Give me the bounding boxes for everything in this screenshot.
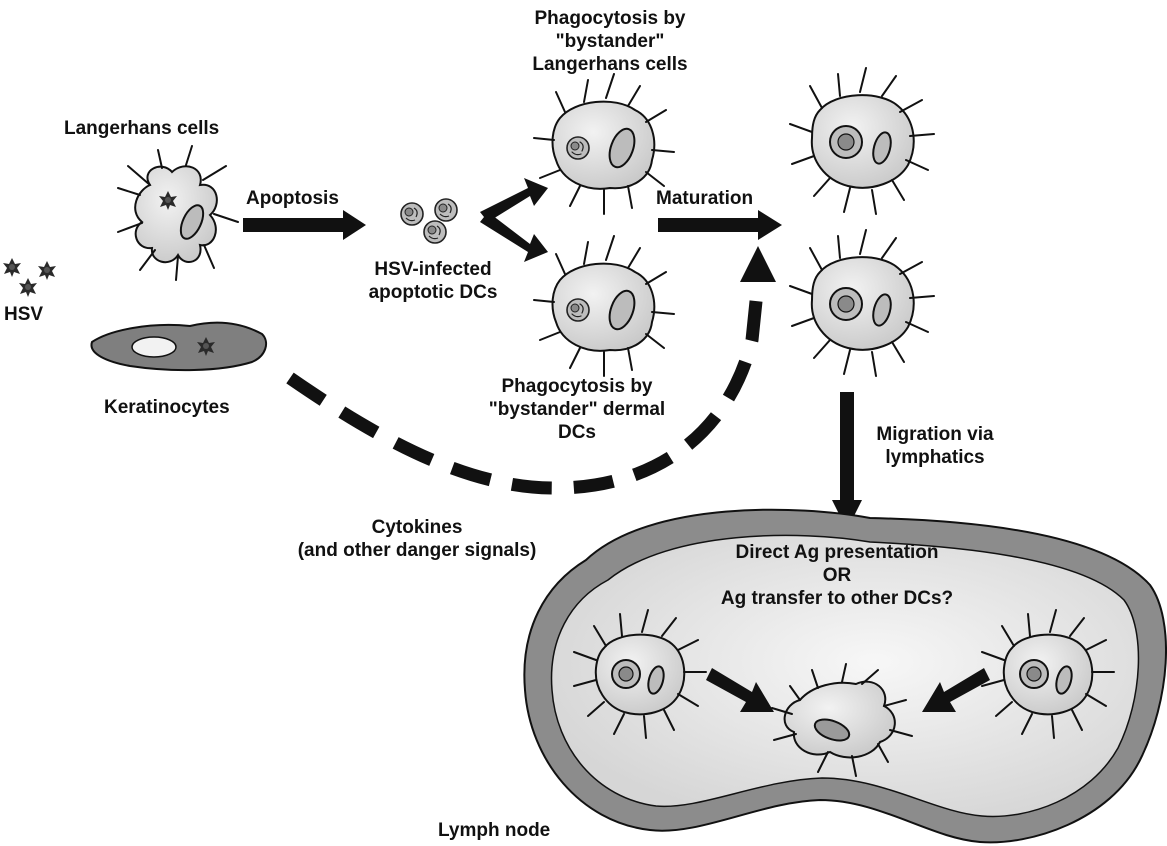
maturation-arrow bbox=[658, 210, 782, 240]
lymph-node bbox=[523, 508, 1167, 844]
transfer-arrows bbox=[706, 668, 990, 712]
keratinocyte bbox=[90, 321, 268, 372]
label-langerhans-cells: Langerhans cells bbox=[64, 118, 220, 139]
label-apoptosis: Apoptosis bbox=[246, 188, 339, 209]
label-cytokines: Cytokines (and other danger signals) bbox=[297, 517, 537, 561]
apoptosis-arrow bbox=[243, 210, 366, 240]
apoptotic-dc-bodies bbox=[400, 198, 458, 244]
label-lymph-node: Lymph node bbox=[438, 820, 551, 841]
split-arrows bbox=[480, 178, 548, 262]
bystander-dermal-dc bbox=[533, 235, 675, 377]
label-phagocytosis-dermal: Phagocytosis by "bystander" dermal DCs bbox=[488, 376, 666, 443]
hsv-virions bbox=[3, 258, 56, 297]
langerhans-cell bbox=[117, 145, 239, 281]
mature-dc-bottom bbox=[789, 229, 935, 377]
lymph-node-dc-left bbox=[573, 609, 707, 739]
label-maturation: Maturation bbox=[656, 188, 754, 209]
cytokines-dashed-arrow bbox=[286, 246, 776, 495]
label-keratinocytes: Keratinocytes bbox=[104, 397, 230, 418]
label-phagocytosis-langerhans: Phagocytosis by "bystander" Langerhans c… bbox=[532, 8, 688, 75]
label-migration: Migration via lymphatics bbox=[876, 424, 994, 468]
lymph-node-dc-right bbox=[981, 609, 1115, 739]
label-ag-presentation: Direct Ag presentation OR Ag transfer to… bbox=[720, 542, 954, 609]
label-hsv: HSV bbox=[4, 304, 44, 325]
bystander-langerhans-cell bbox=[533, 73, 675, 215]
mature-dc-top bbox=[789, 67, 935, 215]
migration-arrow bbox=[832, 392, 862, 530]
label-hsv-infected-dcs: HSV-infected apoptotic DCs bbox=[368, 259, 498, 303]
recipient-dc bbox=[771, 663, 913, 777]
